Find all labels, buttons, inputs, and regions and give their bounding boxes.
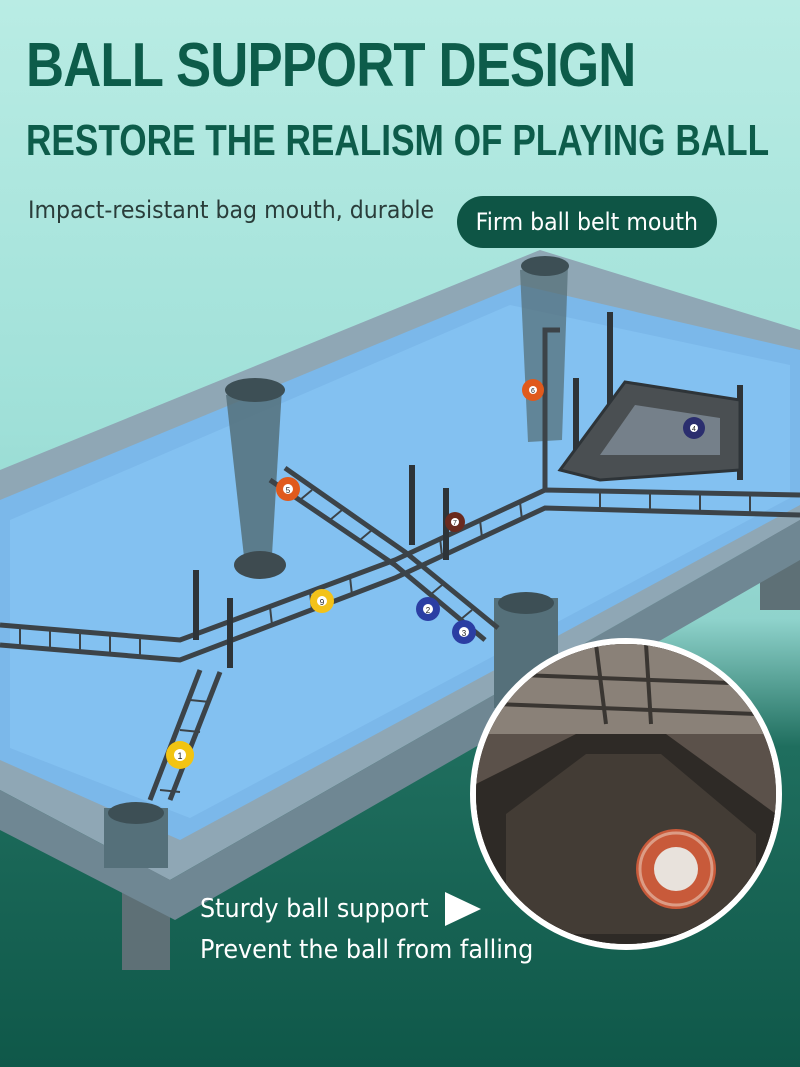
svg-text:6: 6	[531, 388, 535, 395]
svg-text:4: 4	[692, 426, 696, 433]
ball: 2	[416, 597, 440, 621]
ball-return-rails	[0, 327, 800, 801]
svg-text:7: 7	[453, 520, 457, 527]
belt-mouth-label: Firm ball belt mouth	[475, 208, 699, 236]
ball: 4	[683, 417, 705, 439]
ball: 3	[452, 620, 476, 644]
belt-mouth-badge: Firm ball belt mouth	[457, 196, 717, 248]
page-subtitle: RESTORE THE REALISM OF PLAYING BALL	[26, 116, 770, 165]
page-title: BALL SUPPORT DESIGN	[26, 31, 636, 100]
ball: 7	[445, 512, 465, 532]
svg-text:9: 9	[320, 598, 325, 607]
bag-mouth-callout: Impact-resistant bag mouth, durable	[28, 196, 435, 224]
ball-tray-closeup	[476, 644, 776, 944]
svg-text:5: 5	[286, 486, 291, 495]
ball: 6	[522, 379, 544, 401]
svg-text:2: 2	[426, 606, 431, 615]
svg-text:3: 3	[462, 629, 467, 638]
play-arrow-icon	[445, 892, 481, 926]
ball: 1	[166, 741, 194, 769]
svg-text:1: 1	[177, 751, 182, 761]
caption-line-1: Sturdy ball support	[200, 894, 429, 924]
ball: 9	[310, 589, 334, 613]
detail-zoom-circle	[470, 638, 782, 950]
ball: 5	[276, 477, 300, 501]
caption-line-2: Prevent the ball from falling	[200, 935, 534, 965]
